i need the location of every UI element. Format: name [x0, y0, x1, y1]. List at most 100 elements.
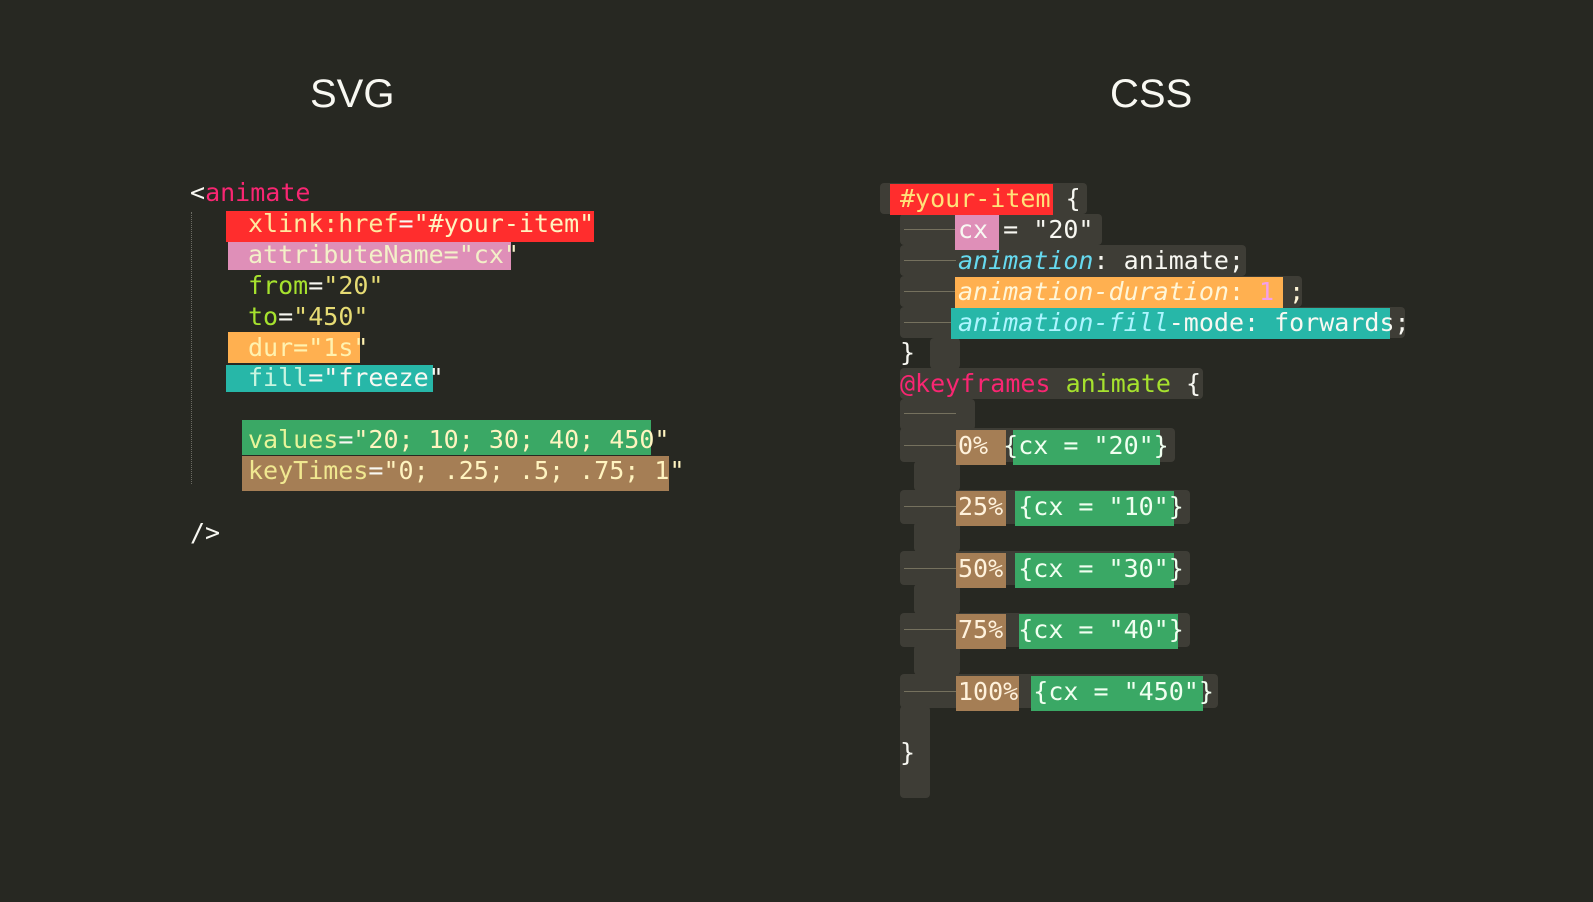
attr-name: keyTimes	[248, 456, 369, 485]
css-brace-close: }	[900, 338, 916, 367]
highlight-fill	[226, 365, 433, 392]
indent-block	[930, 338, 960, 369]
svg-attr-href: xlink:href="#your-item"	[248, 208, 594, 239]
attr-value: "freeze"	[323, 363, 444, 392]
svg-attr-keytimes: keyTimes="0; .25; .5; .75; 1"	[248, 455, 685, 486]
highlight-fill-mode	[951, 308, 1390, 339]
highlight-dur	[228, 332, 360, 363]
tree-line	[904, 260, 956, 261]
tree-line	[904, 322, 956, 323]
css-value-duration: 1	[1259, 277, 1275, 306]
css-keyframes-name: animate	[1065, 369, 1171, 398]
tree-line	[904, 413, 956, 414]
css-semicolon: ;	[1274, 277, 1305, 306]
keyframe-row: 75% {cx = "40"}	[958, 614, 1184, 645]
keyframe-rule: {cx = "450"}	[1033, 677, 1214, 706]
attr-eq: =	[308, 363, 324, 392]
css-prop-fill-2: -fill	[1093, 308, 1169, 337]
tree-line	[904, 506, 956, 507]
css-prop-duration: animation-duration	[958, 277, 1229, 306]
highlight-href	[226, 211, 594, 242]
css-keyframes-brace: {	[1186, 369, 1202, 398]
attr-name: xlink:href	[248, 209, 399, 238]
attr-value: "20; 10; 30; 40; 450"	[353, 425, 670, 454]
keyframe-row: 0% {cx = "20"}	[958, 430, 1169, 461]
keyframe-rule: {cx = "30"}	[1018, 554, 1184, 583]
keyframe-row: 100% {cx = "450"}	[958, 676, 1214, 707]
highlight-attributename	[228, 242, 511, 270]
keyframe-pct: 100%	[958, 677, 1019, 706]
highlight-selector	[890, 184, 1053, 215]
attr-value: "450"	[293, 302, 369, 331]
svg-attr-fill: fill="freeze"	[248, 362, 444, 393]
css-line-duration: animation-duration: 1 ;	[958, 276, 1304, 307]
css-prop-fill-1: animation	[958, 308, 1094, 337]
attr-name: from	[248, 271, 309, 300]
keyframe-pct: 50%	[958, 554, 1004, 583]
attr-name: fill	[248, 363, 309, 392]
highlight-rule-100	[1031, 676, 1203, 711]
css-line-selector: #your-item {	[900, 183, 1081, 214]
highlight-duration	[955, 277, 1283, 308]
css-prop-animation: animation	[958, 246, 1094, 275]
attr-name: attributeName	[248, 240, 444, 269]
tag-name: animate	[205, 178, 311, 207]
css-value-cx: = "20"	[988, 215, 1094, 244]
indent-block	[914, 461, 960, 491]
svg-line-close: />	[190, 518, 221, 547]
css-brace-open: {	[1065, 184, 1081, 213]
tree-line	[904, 445, 956, 446]
highlight-keytimes	[242, 456, 669, 491]
attr-eq: =	[443, 240, 459, 269]
css-selector: #your-item	[900, 184, 1051, 213]
svg-attr-from: from="20"	[248, 270, 384, 301]
keyframe-pct: 25%	[958, 492, 1004, 521]
css-line-fill-mode: animation-fill-mode: forwards;	[958, 307, 1410, 338]
css-line-cx: cx = "20"	[958, 214, 1093, 245]
highlight-pct-100	[956, 676, 1019, 711]
indent-block	[900, 368, 1203, 399]
indent-block	[900, 245, 1246, 276]
open-bracket: <	[190, 178, 206, 207]
keyframe-rule: {cx = "40"}	[1018, 615, 1184, 644]
attr-name: values	[248, 425, 339, 454]
keyframe-row: 25% {cx = "10"}	[958, 491, 1184, 522]
highlight-pct-50	[956, 553, 1006, 588]
keyframe-row: 50% {cx = "30"}	[958, 553, 1184, 584]
keyframe-rule: {cx = "20"}	[1003, 431, 1169, 460]
highlight-rule-50	[1015, 553, 1174, 588]
indent-block	[900, 706, 930, 798]
keyframe-pct: 75%	[958, 615, 1004, 644]
indent-block	[914, 584, 960, 614]
attr-eq: =	[278, 302, 294, 331]
highlight-pct-0	[956, 430, 1006, 465]
attr-eq: =	[293, 333, 309, 362]
tree-line	[904, 568, 956, 569]
attr-name: to	[248, 302, 279, 331]
css-keyframes-close: }	[900, 738, 916, 767]
css-line-animation: animation: animate;	[958, 245, 1244, 276]
indent-block	[900, 399, 975, 430]
attr-value: "1s"	[308, 333, 369, 362]
indent-block	[914, 645, 960, 675]
attr-value: "0; .25; .5; .75; 1"	[383, 456, 685, 485]
highlight-pct-25	[956, 491, 1006, 526]
tree-line	[904, 229, 956, 230]
attr-name: dur	[248, 333, 294, 362]
svg-line-open: <animate	[190, 177, 310, 208]
attr-eq: =	[398, 209, 414, 238]
tree-line	[904, 291, 956, 292]
indent-guide	[191, 212, 192, 484]
css-value-fill-mode: -mode: forwards;	[1168, 308, 1410, 337]
css-at-keyframes: @keyframes	[900, 369, 1051, 398]
highlight-rule-25	[1015, 491, 1174, 526]
highlight-pct-75	[956, 614, 1006, 649]
css-title: CSS	[1110, 72, 1193, 116]
attr-eq: =	[308, 271, 324, 300]
keyframe-pct: 0%	[958, 431, 989, 460]
attr-eq: =	[368, 456, 384, 485]
svg-attr-attributename: attributeName="cx"	[248, 239, 519, 270]
tree-line	[904, 629, 956, 630]
css-value-animation: : animate;	[1093, 246, 1244, 275]
highlight-rule-0	[1013, 430, 1160, 465]
